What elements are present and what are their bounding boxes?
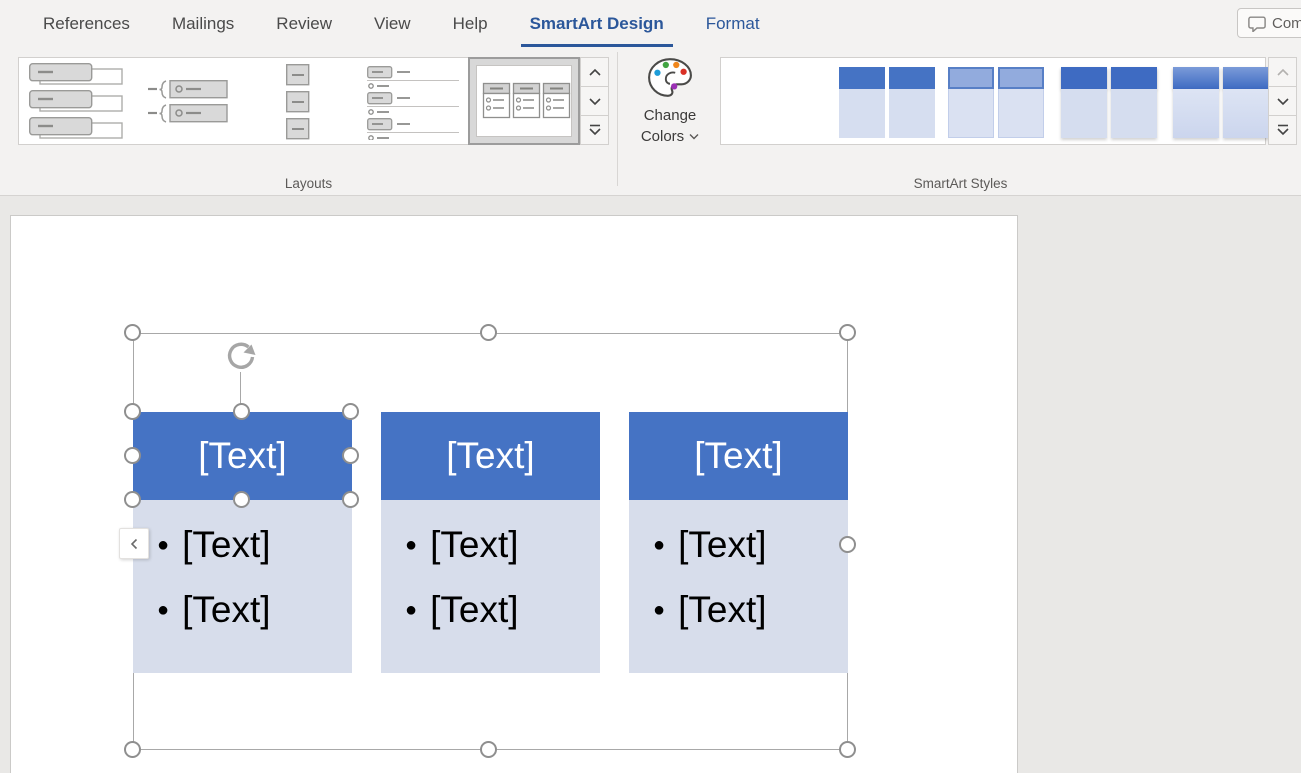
bullet-dot: ● (157, 534, 170, 556)
text-pane-toggle-button[interactable] (119, 528, 149, 559)
chevron-up-icon (1276, 68, 1289, 76)
frame-handle-bottom-center[interactable] (480, 741, 497, 758)
column2-header-text: [Text] (446, 435, 535, 476)
layout-thumb-header-list[interactable] (367, 66, 461, 140)
smartart-column2-body[interactable]: ● [Text] ● [Text] (381, 500, 600, 673)
bullet-dot: ● (157, 599, 170, 621)
layout-thumb-bracket-list[interactable] (148, 80, 230, 124)
bullet-item: ● [Text] (405, 522, 600, 568)
style-thumb-4[interactable] (1061, 67, 1157, 147)
frame-handle-top-right[interactable] (839, 324, 856, 341)
layout-thumb-lined-list[interactable] (29, 63, 125, 141)
rotate-handle-icon[interactable] (222, 340, 260, 376)
bullet-text: [Text] (678, 524, 767, 565)
frame-handle-bottom-left[interactable] (124, 741, 141, 758)
bullet-item: ● [Text] (157, 587, 352, 633)
chevron-down-icon (1276, 97, 1289, 105)
bullet-text: [Text] (678, 589, 767, 630)
frame-handle-top-left[interactable] (124, 324, 141, 341)
layouts-group-label: Layouts (284, 175, 333, 191)
bullet-dot: ● (653, 534, 666, 556)
styles-more-button[interactable] (1268, 115, 1297, 145)
shape-handle-bottom-left[interactable] (124, 491, 141, 508)
tab-mailings[interactable]: Mailings (171, 13, 235, 33)
smartart-column3-body[interactable]: ● [Text] ● [Text] (629, 500, 848, 673)
change-colors-label-line2: Colors (640, 128, 685, 145)
ribbon: Layouts Change Colors (0, 47, 1301, 196)
chevron-down-bar-icon (1276, 124, 1289, 136)
bullet-text: [Text] (182, 524, 271, 565)
ribbon-tab-bar: References Mailings Review View Help Sma… (0, 0, 1301, 47)
chevron-left-icon (130, 538, 138, 549)
tab-format[interactable]: Format (705, 13, 760, 33)
change-colors-label-line1: Change (643, 107, 697, 124)
bullet-item: ● [Text] (157, 522, 352, 568)
bullet-dot: ● (405, 534, 418, 556)
style-thumb-2[interactable] (839, 67, 935, 147)
layouts-gallery (18, 57, 580, 145)
shape-handle-bottom-right[interactable] (342, 491, 359, 508)
smartart-column1-body[interactable]: ● [Text] ● [Text] (133, 500, 352, 673)
smartart-styles-group-label: SmartArt Styles (913, 175, 1008, 191)
layouts-scroll-down-button[interactable] (580, 86, 609, 116)
layouts-scroll-up-button[interactable] (580, 57, 609, 87)
comments-button-label: Comm (1272, 14, 1301, 32)
chevron-down-icon (689, 134, 699, 140)
frame-handle-mid-right[interactable] (839, 536, 856, 553)
styles-scroll-down-button[interactable] (1268, 86, 1297, 116)
bullet-text: [Text] (182, 589, 271, 630)
bullet-item: ● [Text] (653, 522, 848, 568)
frame-handle-top-center[interactable] (480, 324, 497, 341)
comment-icon (1248, 15, 1266, 32)
chevron-down-bar-icon (588, 124, 601, 136)
shape-handle-bottom-center[interactable] (233, 491, 250, 508)
bullet-dot: ● (653, 599, 666, 621)
chevron-down-icon (588, 97, 601, 105)
tab-smartart-design[interactable]: SmartArt Design (509, 0, 685, 47)
group-separator (617, 52, 618, 186)
tab-review[interactable]: Review (276, 13, 333, 33)
style-thumb-5[interactable] (1173, 67, 1269, 147)
comments-button[interactable]: Comm (1237, 8, 1301, 38)
shape-handle-mid-right[interactable] (342, 447, 359, 464)
bullet-item: ● [Text] (653, 587, 848, 633)
change-colors-button[interactable]: Change Colors (622, 53, 718, 189)
shape-handle-top-center[interactable] (233, 403, 250, 420)
shape-handle-top-left[interactable] (124, 403, 141, 420)
styles-gallery-scrollbar (1268, 57, 1297, 145)
bullet-text: [Text] (430, 589, 519, 630)
layouts-more-button[interactable] (580, 115, 609, 145)
bullet-dot: ● (405, 599, 418, 621)
smartart-column2-header[interactable]: [Text] (381, 412, 600, 500)
chevron-up-icon (588, 68, 601, 76)
column1-header-text: [Text] (198, 435, 287, 476)
tab-view[interactable]: View (374, 13, 411, 33)
smartart-column1-header[interactable]: [Text] (133, 412, 352, 500)
shape-handle-top-right[interactable] (342, 403, 359, 420)
rotate-handle-stem (240, 372, 241, 412)
smartart-column3-header[interactable]: [Text] (629, 412, 848, 500)
layout-thumb-vertical-box-list[interactable] (286, 64, 310, 140)
frame-handle-bottom-right[interactable] (839, 741, 856, 758)
column3-header-text: [Text] (694, 435, 783, 476)
smartart-styles-gallery (720, 57, 1269, 147)
layouts-gallery-scrollbar (580, 57, 609, 145)
bullet-item: ● [Text] (405, 587, 600, 633)
tab-references[interactable]: References (43, 13, 130, 33)
tab-help[interactable]: Help (452, 13, 488, 33)
style-thumb-3[interactable] (948, 67, 1044, 147)
styles-scroll-up-button[interactable] (1268, 57, 1297, 87)
palette-icon (647, 57, 693, 99)
layout-thumb-column-list-selected[interactable] (468, 57, 580, 145)
shape-handle-mid-left[interactable] (124, 447, 141, 464)
bullet-text: [Text] (430, 524, 519, 565)
